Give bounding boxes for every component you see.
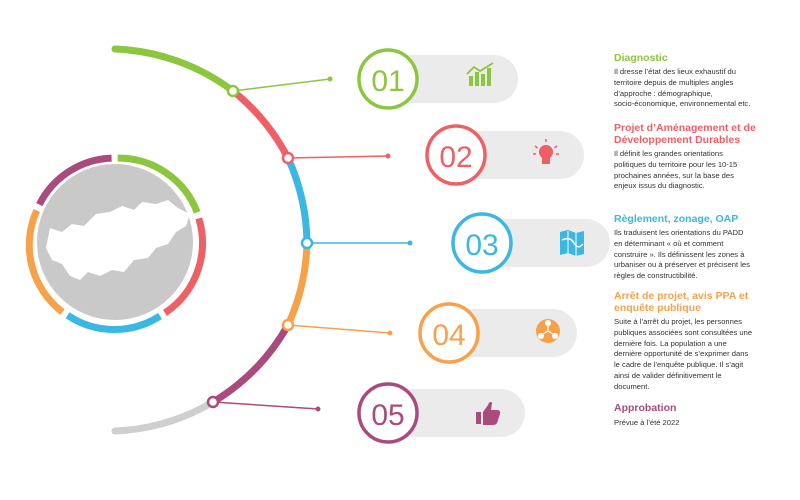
step-desc-line: Suite à l’arrêt du projet, les personnes: [614, 317, 742, 326]
step-number: 05: [371, 399, 404, 432]
step-desc-line: document.: [614, 381, 650, 391]
bar-chart-icon: [466, 62, 494, 86]
step-desc-line: dernière opportunité de s’exprimer dans: [614, 349, 749, 359]
territory-map-shape: [46, 200, 190, 280]
step-desc-line: en déterminant « où et comment: [614, 238, 724, 248]
step-desc-line: territoire depuis de multiples angles: [614, 77, 734, 87]
step-title: Règlement, zonage, OAP: [614, 213, 739, 225]
step-desc-line: Il définit les grandes orientations: [614, 149, 723, 158]
lightbulb-icon: [533, 139, 559, 164]
step-03: 03: [451, 212, 610, 274]
step-05: 05: [357, 382, 525, 444]
step-desc-line: Ils traduisent les orientations du PADD: [614, 228, 744, 237]
step-desc-line: dernière fois. La population a une: [614, 338, 727, 348]
step-desc-line: enjeux issus du diagnostic.: [614, 181, 705, 191]
network-icon: [536, 319, 560, 343]
step-desc-line: Prévue à l’été 2022: [614, 418, 680, 427]
territory-globe: [25, 154, 206, 333]
step-title-line: Arrêt de projet, avis PPA et: [614, 290, 749, 302]
step-title: Approbation: [614, 402, 677, 414]
timeline-arc: [111, 45, 311, 435]
step-desc-line: publiques associées sont consultées une: [614, 327, 753, 337]
step-title: Diagnostic: [614, 52, 668, 64]
step-number: 04: [432, 319, 465, 352]
step-desc-line: le cadre de l’enquête publique. Il s’agi…: [614, 360, 744, 370]
step-desc-line: construire ». Ils définissent les zones …: [614, 249, 745, 259]
step-number: 01: [371, 65, 404, 98]
step-title-line: Développement Durables: [614, 134, 741, 146]
step-desc-line: Il dresse l’état des lieux exhaustif du: [614, 67, 736, 76]
step-04: 04: [418, 302, 577, 364]
step-desc-line: urbaniser ou à préserver et précisent le…: [614, 260, 750, 270]
step-desc-line: prochaines années, sur la base des: [614, 170, 734, 180]
thumbs-up-icon: [476, 401, 501, 425]
step-connectors: [206, 76, 413, 412]
step-desc-line: règles de constructibilité.: [614, 271, 698, 281]
step-title-line: enquête publique: [614, 302, 701, 314]
map-icon: [560, 230, 584, 256]
step-desc-line: ainsi de valider définitivement le: [614, 370, 722, 380]
step-desc-line: d’approche : démographique,: [614, 88, 713, 98]
step-desc-line: socio-économique, environnemental etc.: [614, 99, 751, 109]
step-number: 03: [465, 229, 498, 262]
step-title-line: Projet d’Aménagement et de: [614, 122, 756, 134]
step-number: 02: [439, 141, 472, 174]
step-02: 02: [425, 124, 584, 186]
step-desc-line: politiques du territoire pour les 10-15: [614, 159, 738, 169]
step-01: 01: [357, 48, 518, 110]
